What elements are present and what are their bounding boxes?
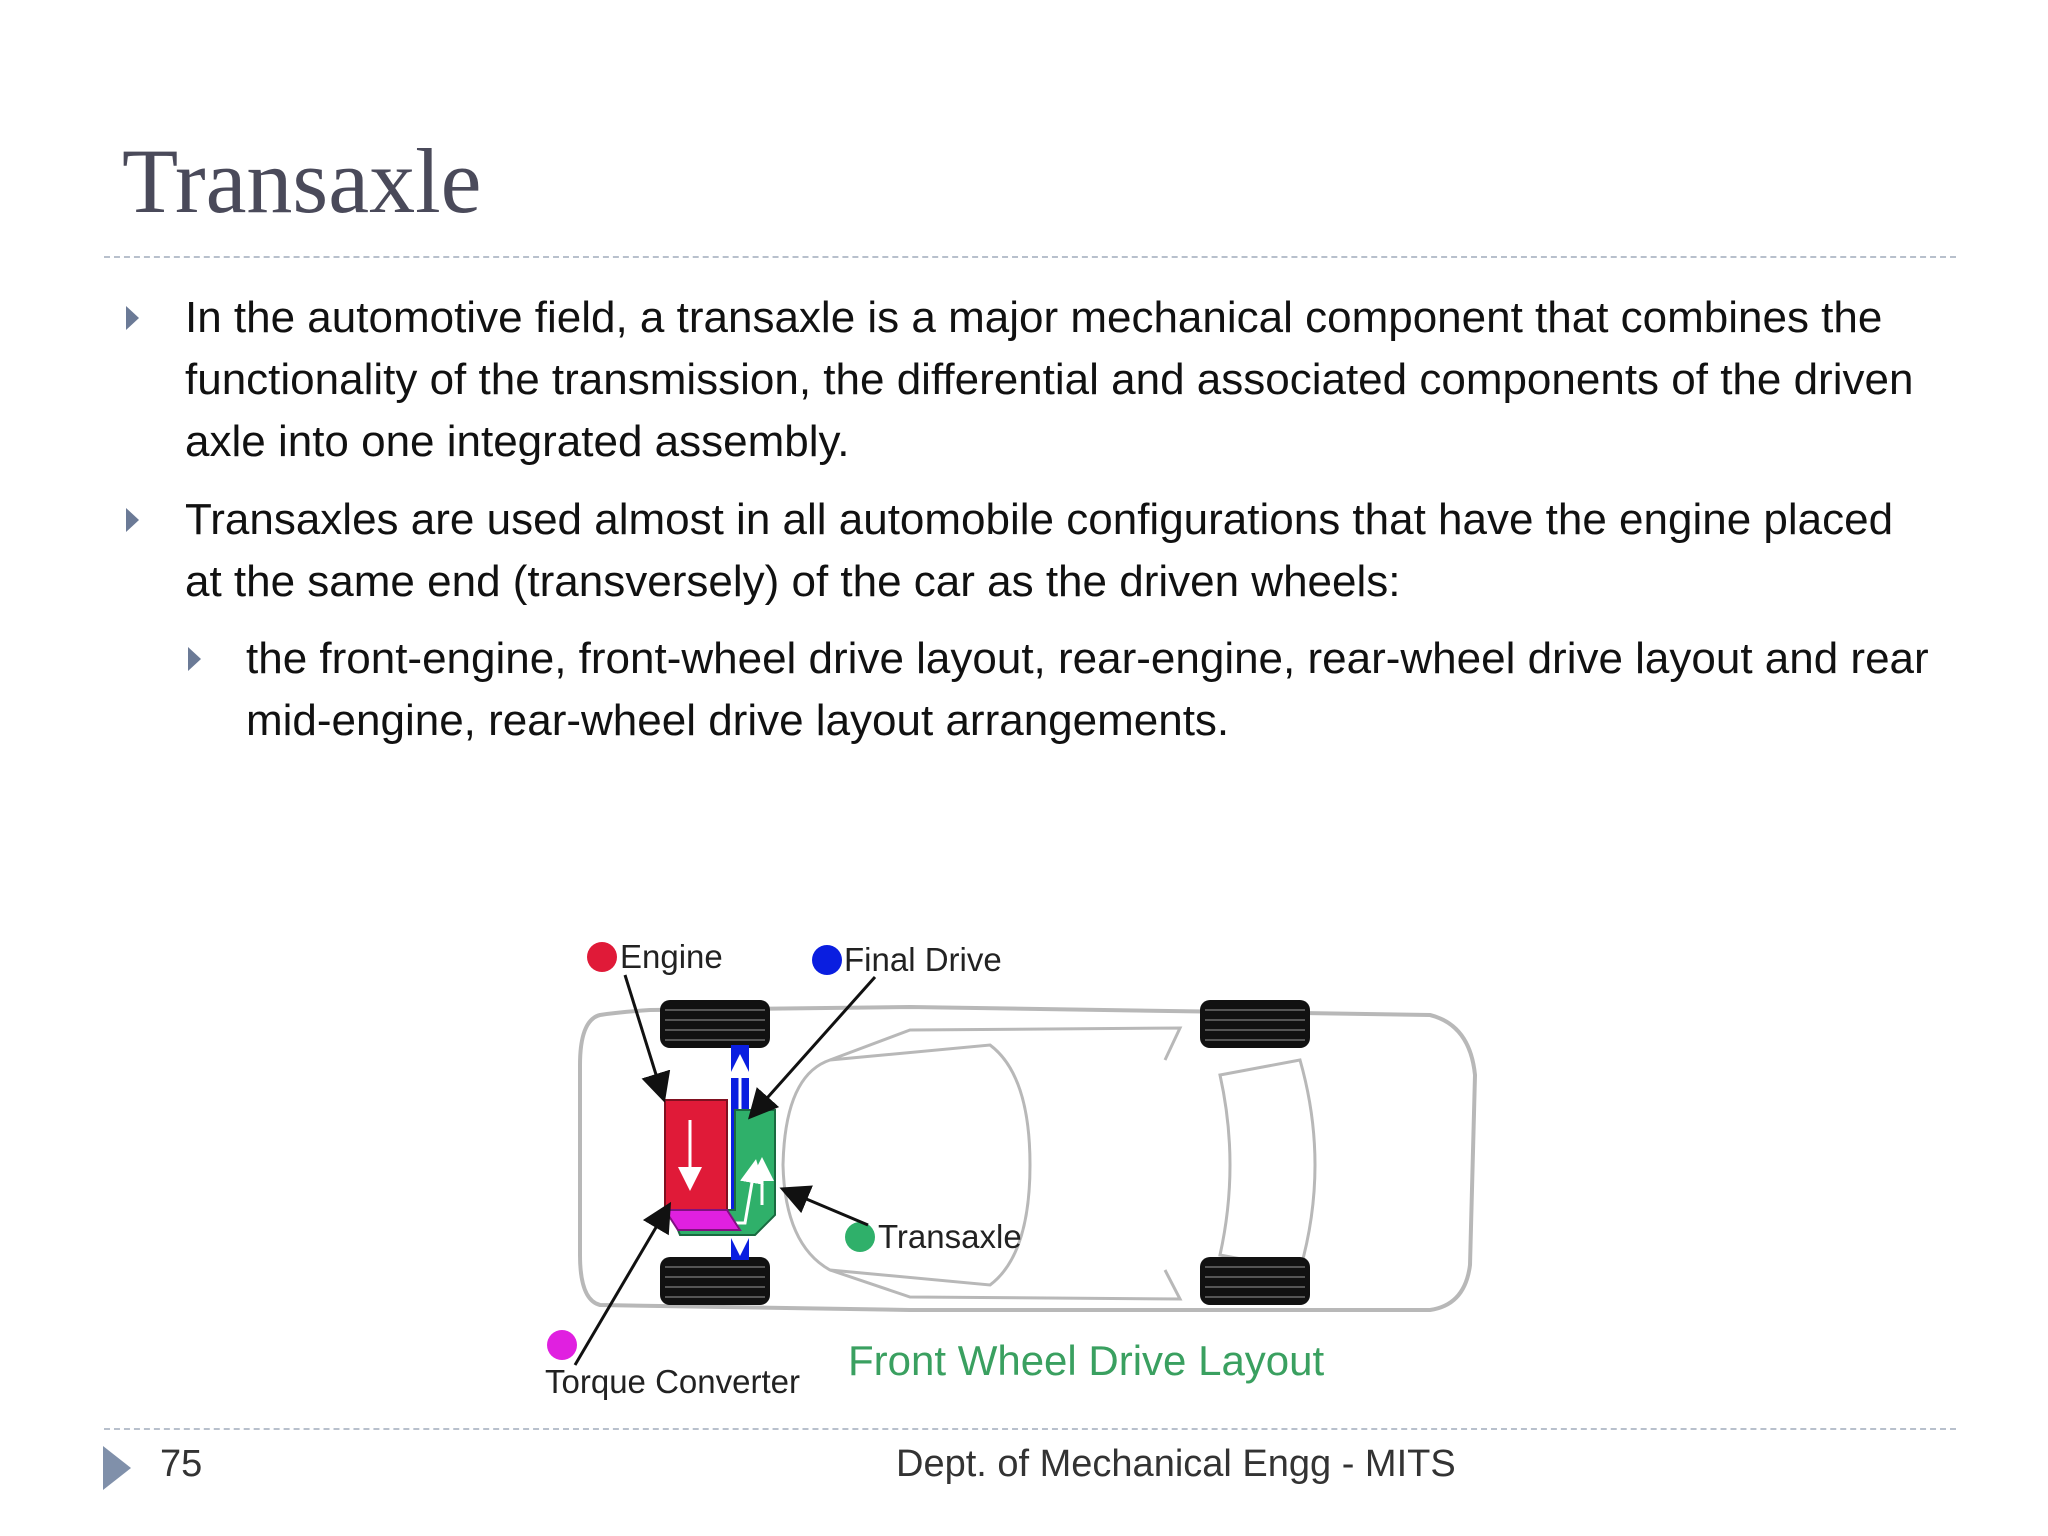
- final-drive-label: Final Drive: [844, 941, 1002, 978]
- sub-bullet-marker-icon: [188, 647, 201, 671]
- torque-converter-label: Torque Converter: [545, 1363, 800, 1400]
- car-cabin-outline: [781, 1043, 1032, 1287]
- footer-divider: [104, 1428, 1956, 1430]
- front-right-wheel: [660, 1257, 770, 1305]
- footer-arrow-icon: [103, 1446, 131, 1490]
- torque-converter-dot: [547, 1330, 577, 1360]
- fwd-layout-diagram: Engine Final Drive Transaxle Torque Conv…: [545, 938, 1478, 1400]
- engine-block: [664, 1099, 728, 1211]
- slide-title: Transaxle: [122, 130, 482, 232]
- car-rear-window: [1218, 1058, 1317, 1272]
- rear-right-wheel: [1200, 1257, 1310, 1305]
- engine-dot: [587, 942, 617, 972]
- rear-left-wheel: [1200, 1000, 1310, 1048]
- footer-text: Dept. of Mechanical Engg - MITS: [896, 1443, 1456, 1485]
- diagram-caption: Front Wheel Drive Layout: [848, 1337, 1325, 1384]
- front-left-wheel: [660, 1000, 770, 1048]
- sub-bullet-text-1: the front-engine, front-wheel drive layo…: [246, 634, 1929, 745]
- torque-converter-block: [663, 1209, 742, 1231]
- bullet-text-1: In the automotive field, a transaxle is …: [185, 293, 1914, 466]
- final-drive-dot: [812, 945, 842, 975]
- bullet-text-2: Transaxles are used almost in all automo…: [185, 495, 1894, 606]
- bullet-marker-icon: [126, 306, 139, 330]
- transaxle-label: Transaxle: [878, 1218, 1022, 1255]
- bullet-marker-icon: [126, 508, 139, 532]
- title-divider: [104, 256, 1956, 258]
- car-body-outline: [578, 1004, 1478, 1312]
- engine-label: Engine: [620, 938, 723, 975]
- transaxle-dot: [845, 1222, 875, 1252]
- page-number: 75: [160, 1443, 203, 1485]
